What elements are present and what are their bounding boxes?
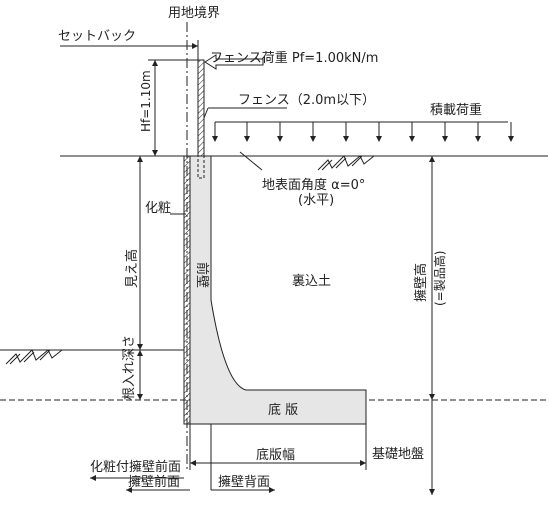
surcharge-arrow-head: [409, 136, 415, 142]
visible-height-label: 見え高: [124, 249, 140, 288]
fence-load-arrow: [204, 54, 264, 70]
setback-label: セットバック: [58, 29, 136, 44]
wall-back-label: 擁壁背面: [218, 475, 270, 490]
front-wall-label: 前壁: [194, 262, 210, 288]
horizontal-label: (水平): [298, 193, 334, 208]
fence-height-label: Hf=1.10m: [139, 70, 153, 132]
angle-leader-line: [239, 151, 263, 171]
fence-foundation: [197, 155, 205, 179]
product-height-label: (=製品高): [432, 251, 447, 306]
surcharge-arrow-head: [376, 136, 382, 142]
surcharge-arrow-head: [343, 136, 349, 142]
embedment-label: 根入れ深さ: [122, 335, 137, 400]
surcharge-arrow-head: [244, 136, 250, 142]
boundary-label: 用地境界: [168, 6, 220, 21]
foundation-label: 基礎地盤: [372, 447, 424, 462]
surcharge-arrow-head: [475, 136, 481, 142]
fence-load-label: フェンス荷重 Pf=1.00kN/m: [210, 50, 378, 66]
fence-post: [197, 59, 205, 157]
ground-angle-label: 地表面角度 α=0°: [262, 177, 365, 193]
surcharge-arrow-head: [310, 136, 316, 142]
retaining-wall-body: [189, 155, 367, 425]
base-width-label: 底版幅: [256, 447, 295, 463]
surcharge-arrow-head: [508, 136, 514, 142]
ground-hatch-right: [317, 155, 375, 171]
surcharge-label: 積載荷重: [430, 102, 482, 118]
ground-hatch-left: [5, 349, 63, 365]
surcharge-arrow-head: [277, 136, 283, 142]
fence-label: フェンス（2.0m以下）: [238, 93, 375, 108]
base-slab-label: 底 版: [268, 402, 298, 418]
backfill-label: 裏込土: [292, 274, 331, 289]
surcharge-arrows: [244, 122, 514, 142]
wall-height-label: 擁壁高: [413, 263, 429, 302]
finished-front-label: 化粧付擁壁前面: [90, 459, 181, 475]
wall-front-label: 擁壁前面: [128, 474, 180, 490]
surcharge-load: [212, 121, 508, 142]
finish-label: 化粧: [145, 201, 171, 216]
surcharge-arrow-head: [442, 136, 448, 142]
